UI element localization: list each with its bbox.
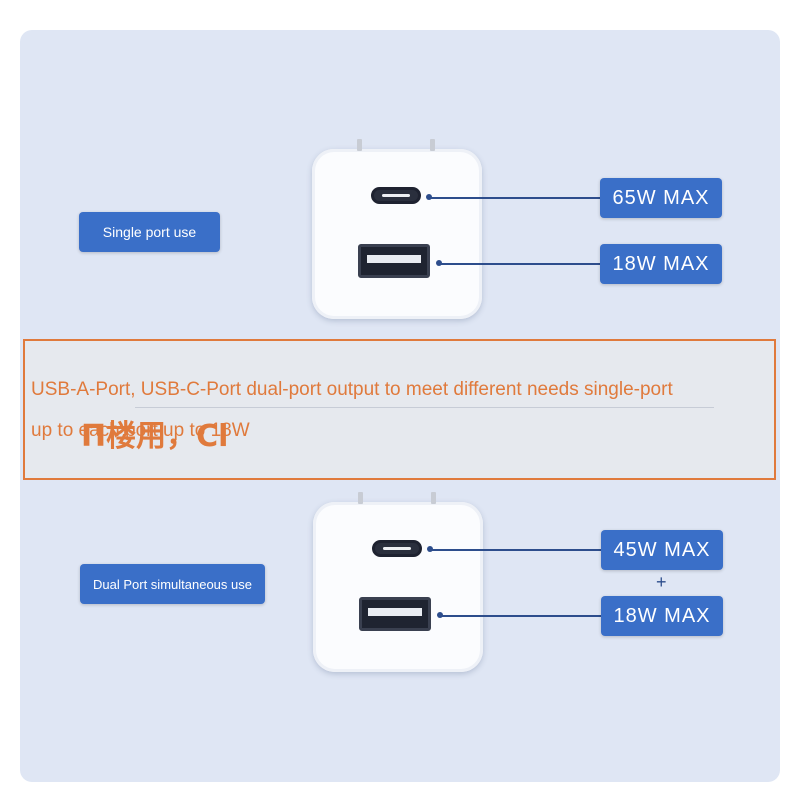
dual-usb-c-power-badge: 45W MAX [601,530,723,570]
usb-c-power-badge: 65W MAX [600,178,722,218]
usb-a-pointer-line [440,263,600,265]
usb-c-port-icon [371,187,421,204]
usb-c-pointer-line [430,197,600,199]
usb-a-port-icon [359,597,431,631]
dual-usb-a-pointer-dot [437,612,443,618]
dual-port-label: Dual Port simultaneous use [80,564,265,604]
prong-right [431,492,436,504]
charger-dual [313,492,483,672]
dual-usb-c-pointer-line [431,549,601,551]
overlay-line-2: up to each port up to 18W [31,420,250,441]
usb-c-pointer-dot [426,194,432,200]
dual-usb-c-pointer-dot [427,546,433,552]
divider [135,407,714,408]
dual-usb-a-pointer-line [441,615,601,617]
usb-a-port-icon [358,244,430,278]
overlay-garbled-text: П楼用，Cl [81,419,229,454]
dual-usb-a-power-badge: 18W MAX [601,596,723,636]
overlay-text: USB-A-Port, USB-C-Port dual-port output … [31,369,768,451]
translation-overlay: USB-A-Port, USB-C-Port dual-port output … [23,339,776,480]
usb-c-port-icon [372,540,422,557]
charger-single [312,139,482,319]
usb-a-pointer-dot [436,260,442,266]
single-port-label: Single port use [79,212,220,252]
usb-a-power-badge: 18W MAX [600,244,722,284]
prong-left [357,139,362,151]
plus-sign: + [656,572,667,592]
prong-right [430,139,435,151]
prong-left [358,492,363,504]
overlay-line-1: USB-A-Port, USB-C-Port dual-port output … [31,379,673,400]
